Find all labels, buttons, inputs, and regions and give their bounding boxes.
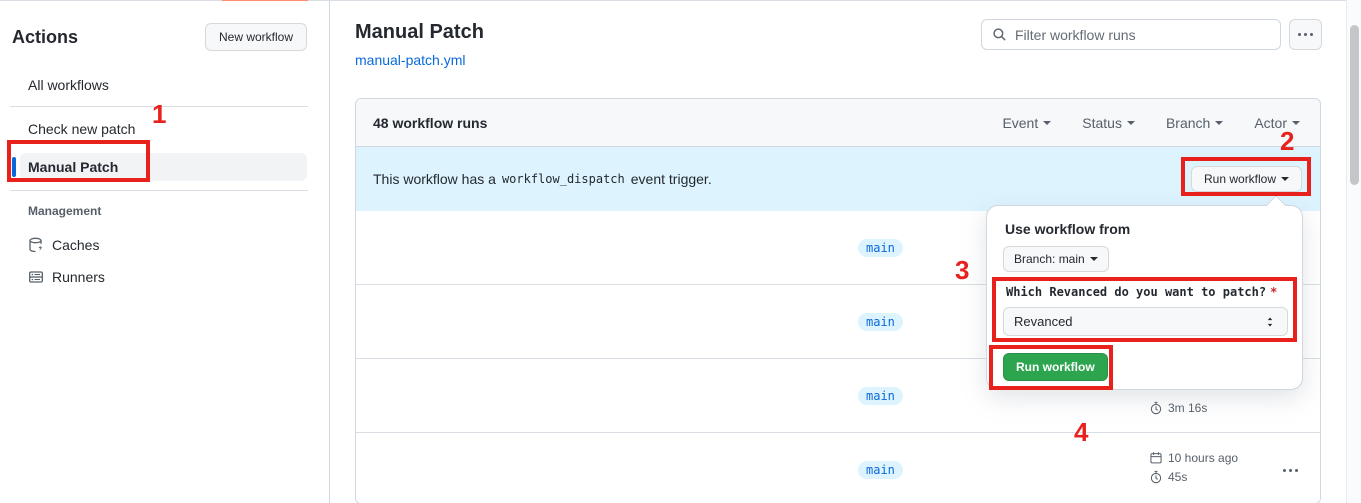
required-asterisk: *	[1270, 285, 1278, 299]
sidebar-item-runners[interactable]: Runners	[20, 263, 307, 291]
runs-filters: Event Status Branch Actor	[1002, 115, 1300, 131]
run-workflow-dropdown-button[interactable]: Run workflow	[1191, 166, 1303, 192]
run-workflow-dialog: Use workflow from Branch: main Which Rev…	[986, 195, 1303, 390]
selected-item-indicator	[12, 157, 16, 177]
workflow-run-row: main 10 hours ago 45s	[356, 433, 1320, 503]
banner-code: workflow_dispatch	[501, 172, 625, 186]
sidebar-item-check-new-patch[interactable]: Check new patch	[20, 115, 307, 143]
calendar-icon	[1150, 452, 1162, 464]
banner-text: This workflow has a	[373, 171, 496, 187]
sidebar-title: Actions	[12, 27, 79, 47]
stopwatch-icon	[1150, 401, 1162, 415]
chevron-down-icon	[1126, 120, 1135, 125]
dialog-input-label: Which Revanced do you want to patch?*	[1006, 285, 1278, 299]
sidebar-item-label: Caches	[52, 237, 100, 253]
run-start-time: 10 hours ago	[1149, 451, 1238, 465]
sidebar-item-label: Runners	[52, 269, 105, 285]
filter-status[interactable]: Status	[1082, 115, 1135, 131]
dialog-heading: Use workflow from	[1005, 221, 1131, 237]
sidebar-item-label: Check new patch	[28, 121, 136, 137]
run-workflow-submit-button[interactable]: Run workflow	[1003, 353, 1108, 381]
branch-badge[interactable]: main	[858, 386, 903, 405]
branch-selector-button[interactable]: Branch: main	[1003, 246, 1109, 272]
stopwatch-icon	[1150, 470, 1162, 484]
chevron-down-icon	[1281, 177, 1290, 181]
run-meta: 10 hours ago 45s	[1149, 451, 1238, 484]
chevron-down-icon	[1215, 120, 1224, 125]
banner-text: event trigger.	[630, 171, 712, 187]
filter-workflow-runs-input[interactable]	[1015, 26, 1270, 43]
sidebar-divider	[10, 190, 308, 191]
page-scrollbar-thumb[interactable]	[1350, 25, 1359, 185]
sidebar-item-label: All workflows	[28, 77, 109, 93]
page-scrollbar-track[interactable]	[1346, 0, 1361, 503]
branch-badge[interactable]: main	[858, 312, 903, 331]
sidebar-item-all-workflows[interactable]: All workflows	[20, 71, 307, 99]
sidebar-item-manual-patch[interactable]: Manual Patch	[12, 153, 307, 181]
run-options-button[interactable]	[1278, 459, 1302, 481]
branch-badge[interactable]: main	[858, 461, 903, 479]
filter-workflow-runs-box	[981, 19, 1281, 50]
revanced-select[interactable]: Revanced	[1003, 307, 1288, 336]
filter-event[interactable]: Event	[1002, 115, 1052, 131]
workflow-dispatch-banner: This workflow has a workflow_dispatch ev…	[356, 147, 1320, 211]
sidebar-divider	[10, 106, 308, 107]
page-title: Manual Patch	[355, 21, 484, 43]
kebab-icon	[1282, 468, 1298, 472]
sidebar-item-caches[interactable]: Caches	[20, 231, 307, 259]
branch-badge[interactable]: main	[858, 238, 903, 257]
actions-sidebar: Actions New workflow All workflows Check…	[0, 1, 330, 503]
chevron-down-icon	[1089, 257, 1098, 261]
search-icon	[993, 28, 1006, 41]
run-duration: 3m 16s	[1149, 401, 1207, 415]
runs-count: 48 workflow runs	[373, 114, 488, 131]
workflow-options-button[interactable]	[1289, 19, 1322, 50]
new-workflow-button[interactable]: New workflow	[205, 23, 307, 51]
kebab-icon	[1298, 33, 1313, 36]
sidebar-item-label: Manual Patch	[28, 159, 119, 175]
management-heading: Management	[28, 204, 102, 218]
cache-database-icon	[28, 237, 44, 253]
run-meta: 3m 16s	[1149, 401, 1207, 415]
run-duration: 45s	[1149, 470, 1238, 484]
repo-nav-divider	[0, 0, 1361, 1]
workflow-file-link[interactable]: manual-patch.yml	[355, 52, 466, 68]
workflow-run-row: main 3m 16s	[356, 359, 1320, 433]
chevron-down-icon	[1043, 120, 1052, 125]
unfold-icon	[1267, 316, 1273, 327]
runners-icon	[28, 269, 44, 285]
chevron-down-icon	[1292, 120, 1300, 125]
runs-table-header: 48 workflow runs Event Status Branch Act…	[356, 99, 1320, 147]
filter-branch[interactable]: Branch	[1166, 115, 1224, 131]
filter-actor[interactable]: Actor	[1254, 115, 1300, 131]
